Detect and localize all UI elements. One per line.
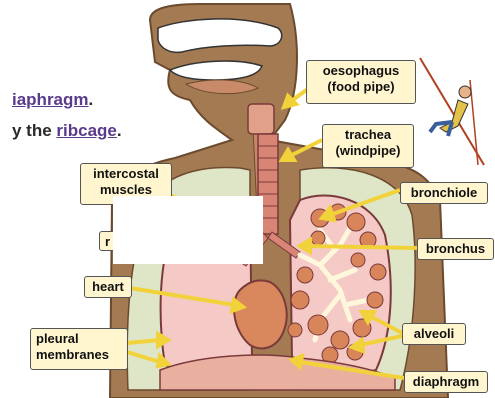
label-bronchus-text: bronchus bbox=[426, 241, 485, 256]
label-trachea: trachea (windpipe) bbox=[322, 124, 414, 168]
label-pleural-line2: membranes bbox=[36, 347, 122, 363]
label-bronchiole: bronchiole bbox=[400, 182, 488, 204]
label-oesophagus-line1: oesophagus bbox=[312, 63, 410, 79]
climber-figure bbox=[430, 86, 471, 136]
label-trachea-line2: (windpipe) bbox=[328, 143, 408, 159]
label-intercostal-line1: intercostal bbox=[86, 166, 166, 182]
blank-overlay bbox=[113, 196, 263, 264]
larynx bbox=[248, 104, 274, 134]
label-bronchus: bronchus bbox=[417, 238, 494, 260]
label-heart-text: heart bbox=[92, 279, 124, 294]
label-bronchiole-text: bronchiole bbox=[411, 185, 477, 200]
intro-line-diaphragm: iaphragm. bbox=[12, 90, 93, 110]
label-pleural-membranes: pleural membranes bbox=[30, 328, 128, 370]
intro-line-ribcage: y the ribcage. bbox=[12, 121, 122, 141]
label-diaphragm-text: diaphragm bbox=[413, 374, 479, 389]
label-pleural-line1: pleural bbox=[36, 331, 122, 347]
label-alveoli-text: alveoli bbox=[414, 326, 454, 341]
label-heart: heart bbox=[84, 276, 132, 298]
ribcage-link[interactable]: ribcage bbox=[56, 121, 116, 140]
intro-line2-start: y the bbox=[12, 121, 56, 140]
climber-rope bbox=[420, 58, 484, 165]
label-r-text: r bbox=[105, 234, 110, 249]
intro-line1-end: . bbox=[89, 90, 94, 109]
label-diaphragm: diaphragm bbox=[404, 371, 488, 393]
label-oesophagus-line2: (food pipe) bbox=[312, 79, 410, 95]
label-trachea-line1: trachea bbox=[328, 127, 408, 143]
diaphragm-link[interactable]: iaphragm bbox=[12, 90, 89, 109]
intro-line2-end: . bbox=[117, 121, 122, 140]
label-alveoli: alveoli bbox=[402, 323, 466, 345]
label-oesophagus: oesophagus (food pipe) bbox=[306, 60, 416, 104]
